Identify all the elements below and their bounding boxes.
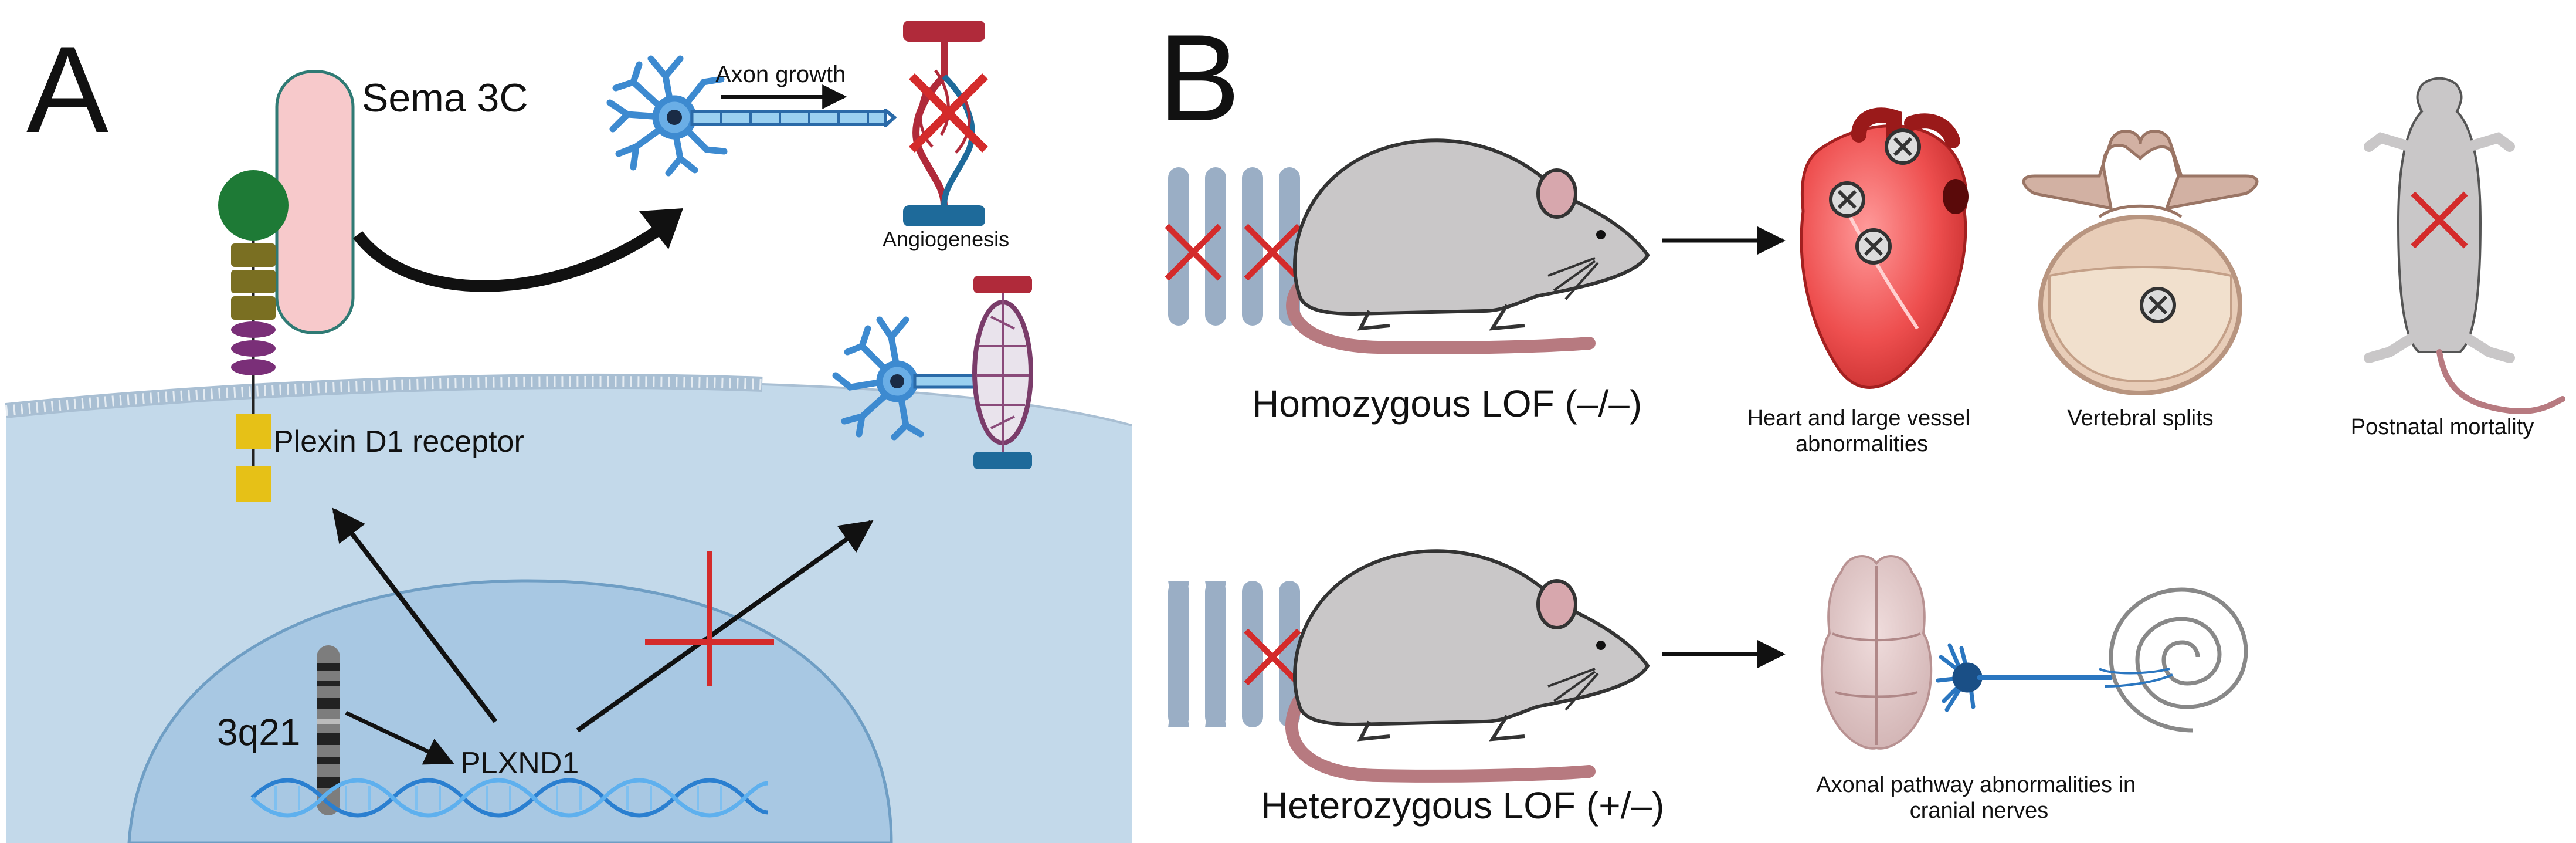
cochlea-icon bbox=[2099, 587, 2248, 733]
signal-arrow-icon bbox=[353, 218, 672, 292]
red-x-icon bbox=[909, 73, 988, 153]
plexin-d1-receptor bbox=[218, 170, 289, 502]
axon-growth-label: Axon growth bbox=[715, 62, 846, 87]
mouse-icon-heterozygous bbox=[1285, 549, 1650, 783]
vessel-network-icon bbox=[972, 276, 1033, 469]
neuron-icon bbox=[606, 55, 897, 177]
angiogenesis-label: Angiogenesis bbox=[883, 227, 1009, 251]
chromosome-icon bbox=[317, 645, 340, 815]
receptor-label: Plexin D1 receptor bbox=[273, 425, 524, 459]
heart-icon bbox=[1800, 107, 1969, 389]
top-view-mouse-icon bbox=[2364, 77, 2565, 414]
arrow-to-angiogenesis bbox=[576, 520, 874, 733]
homozygous-chromosomes bbox=[1165, 167, 1301, 326]
red-cross-icon bbox=[645, 551, 774, 686]
brain-icon bbox=[1820, 555, 1933, 750]
cranial-outcome-label: Axonal pathway abnormalities in cranial … bbox=[1816, 773, 2142, 823]
panel-a-letter: A bbox=[26, 21, 108, 158]
homozygous-label: Homozygous LOF (–/–) bbox=[1252, 382, 1642, 425]
panel-b: B Homozygous LOF (–/–) bbox=[1158, 9, 2565, 827]
heterozygous-chromosomes bbox=[1168, 581, 1301, 727]
angiogenesis-vessel-icon bbox=[903, 21, 985, 226]
gene-label: PLXND1 bbox=[460, 746, 579, 780]
panel-b-letter: B bbox=[1158, 9, 1240, 147]
heart-outcome-label: Heart and large vessel abnormalities bbox=[1747, 406, 1977, 456]
panel-a: A Sema 3C Plexin D1 receptor bbox=[5, 21, 1132, 843]
heterozygous-label: Heterozygous LOF (+/–) bbox=[1261, 784, 1664, 827]
cell-membrane-hatch bbox=[5, 376, 763, 416]
dna-icon bbox=[250, 778, 769, 818]
mouse-icon bbox=[1286, 138, 1650, 354]
vertebra-icon bbox=[2022, 130, 2259, 395]
neuron-icon-cranial bbox=[1936, 643, 2113, 712]
ligand-label: Sema 3C bbox=[362, 76, 528, 120]
vertebra-outcome-label: Vertebral splits bbox=[2067, 406, 2213, 431]
locus-label: 3q21 bbox=[217, 711, 300, 753]
neuron-icon-lower bbox=[832, 316, 987, 441]
arrow-to-receptor bbox=[332, 507, 498, 723]
mortality-outcome-label: Postnatal mortality bbox=[2351, 415, 2534, 439]
